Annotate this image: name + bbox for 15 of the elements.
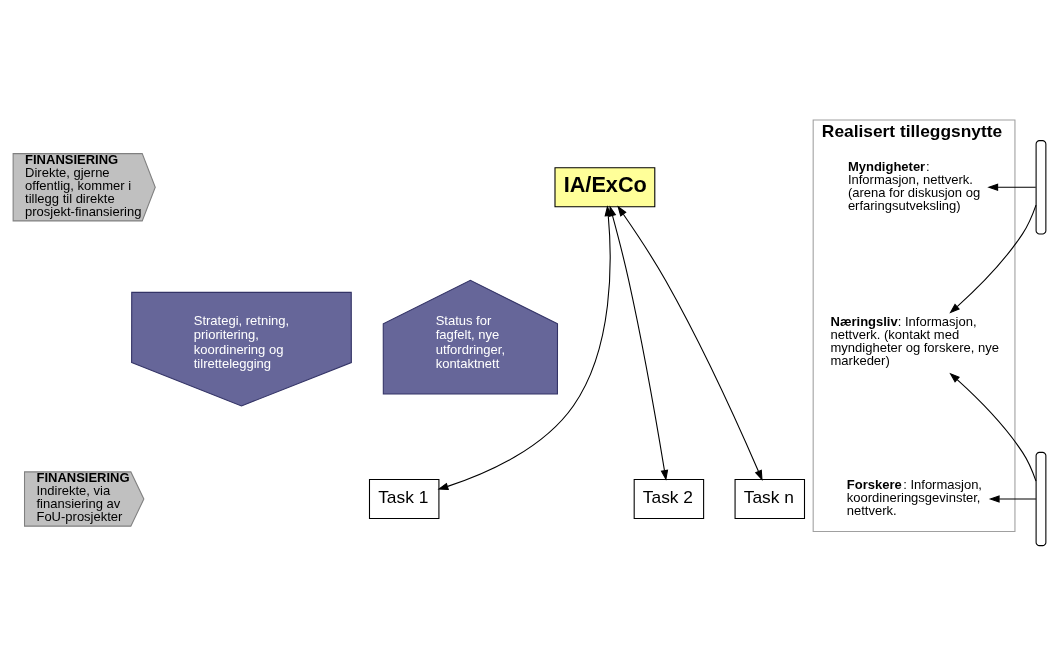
arrow — [987, 182, 1037, 191]
node-text: Myndigheter: Informasjon, nettverk. (arena for diskusjon og erfaringsutveksling) — [847, 158, 981, 213]
arrow — [949, 372, 1037, 482]
arrow — [617, 205, 763, 481]
node-box: Task n — [734, 478, 806, 519]
node-text: Forskere: Informasjon, koordineringsgevinster, nettverk. — [846, 476, 982, 518]
node-box: Task 2 — [633, 478, 705, 519]
node-brace — [1035, 451, 1047, 546]
node-box: Task 1 — [368, 478, 440, 519]
node-box: IA/ExCo — [554, 166, 656, 207]
node-brace — [1035, 139, 1047, 234]
arrow — [608, 204, 669, 481]
arrow — [988, 494, 1037, 503]
node-text: Næringsliv: Informasjon, nettverk. (kontakt med myndigheter og forskere, nye markeder) — [830, 313, 999, 368]
arrow — [949, 204, 1037, 314]
